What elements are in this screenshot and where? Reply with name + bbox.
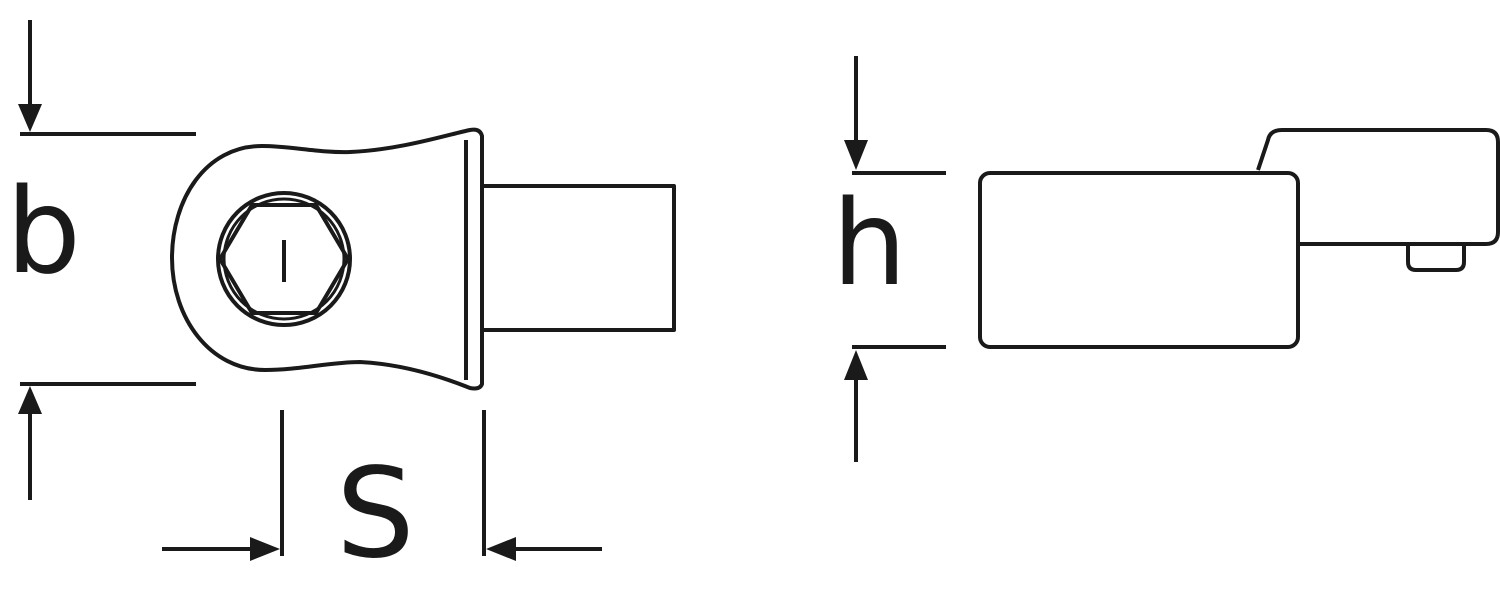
- b-arrowhead-bottom: [18, 386, 42, 414]
- ring-head-outline: [170, 127, 484, 391]
- side-rear-block: [1256, 128, 1500, 246]
- label-b: b: [6, 162, 81, 300]
- h-arrowhead-top: [844, 140, 868, 170]
- side-main-block: [978, 171, 1300, 349]
- side-rear-tab: [1406, 244, 1466, 272]
- dimension-h: [844, 56, 946, 462]
- label-h: h: [832, 174, 907, 312]
- b-arrowhead-top: [18, 104, 42, 132]
- s-arrowhead-left: [250, 537, 280, 561]
- side-view: [978, 128, 1500, 349]
- hexagon-socket: [218, 203, 350, 315]
- label-s: S: [336, 442, 415, 586]
- top-view: [170, 127, 676, 391]
- s-arrowhead-right: [486, 537, 516, 561]
- h-arrowhead-bottom: [844, 350, 868, 380]
- socket-inner-circle: [222, 197, 346, 321]
- dimension-b: [18, 20, 196, 500]
- square-tang: [482, 184, 676, 332]
- dimension-s: [162, 410, 602, 561]
